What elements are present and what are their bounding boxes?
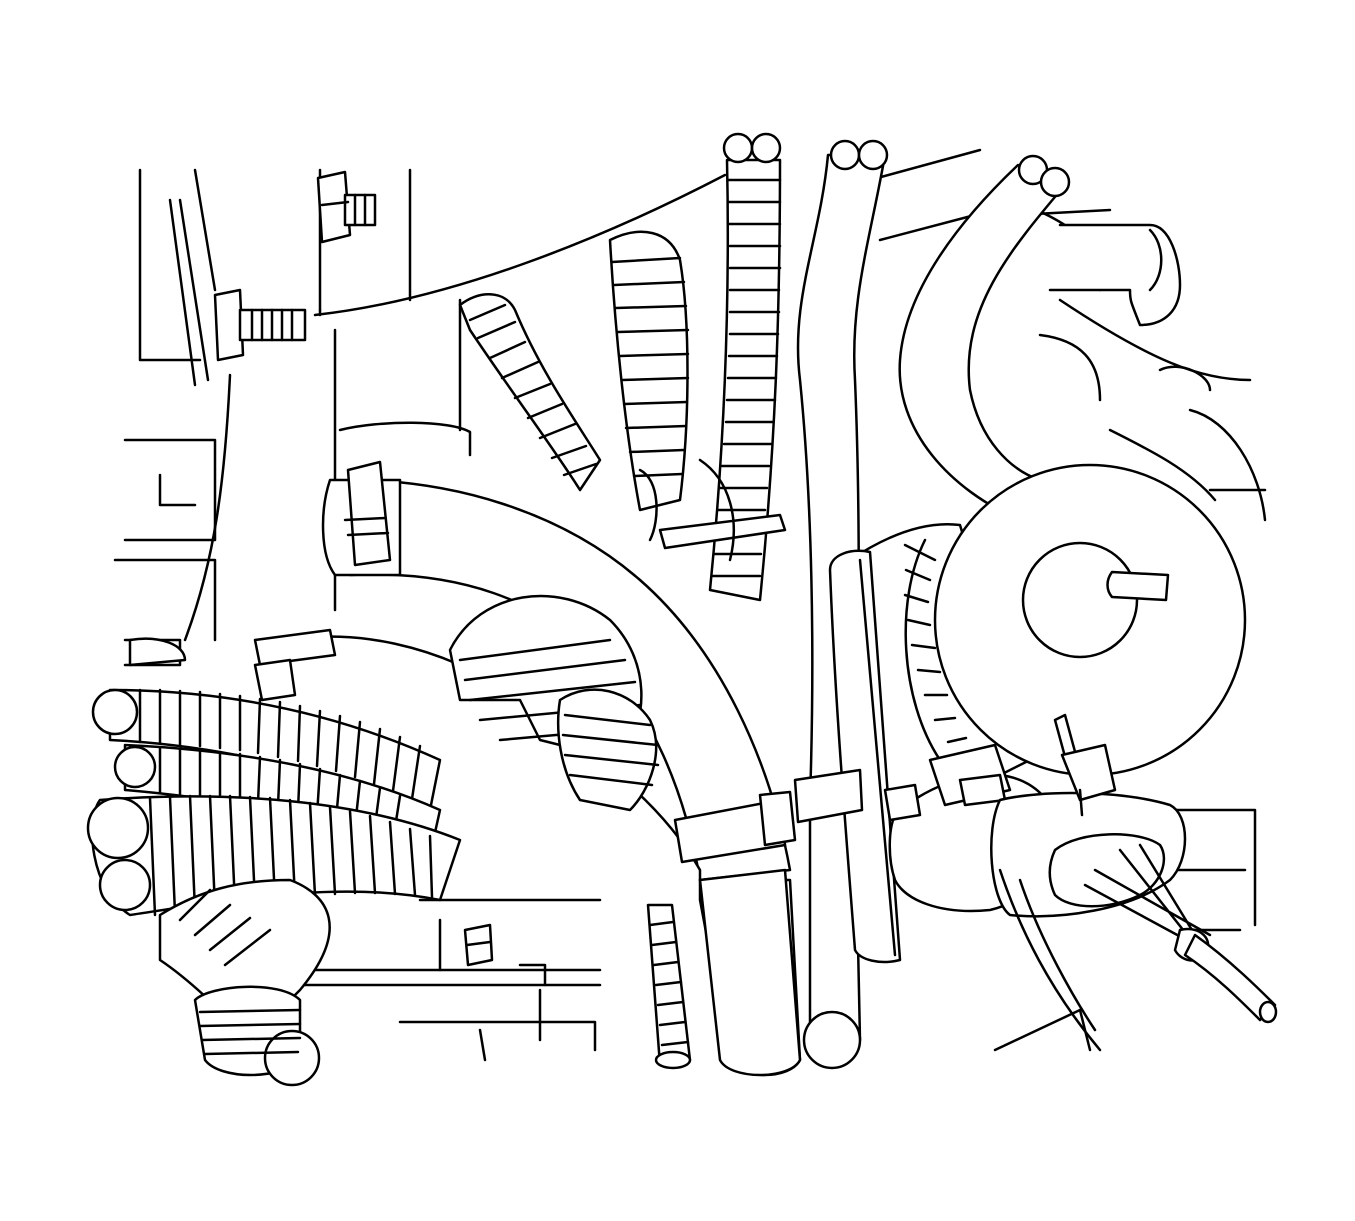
corrugated-conduit-lower-thin [646,903,692,1070]
heater-hose [298,478,802,1077]
bracket-bolt [213,288,307,362]
flange-nut-lower [463,923,494,967]
vacuum-line-right [898,154,1071,522]
harness-strap [638,458,787,562]
corrugated-wiring-harness-main [86,594,660,1087]
corrugated-conduit-curved [458,230,690,512]
hose-clamp-lower [253,628,864,864]
corrugated-conduit-vertical [708,132,782,602]
cable-tie [1053,713,1117,817]
electrical-connector [883,743,1278,1052]
hose-clamp-upper [321,460,402,577]
flange-nut [316,170,377,244]
upper-right-tube [1048,223,1182,327]
sensor-mount-boss [128,637,187,667]
